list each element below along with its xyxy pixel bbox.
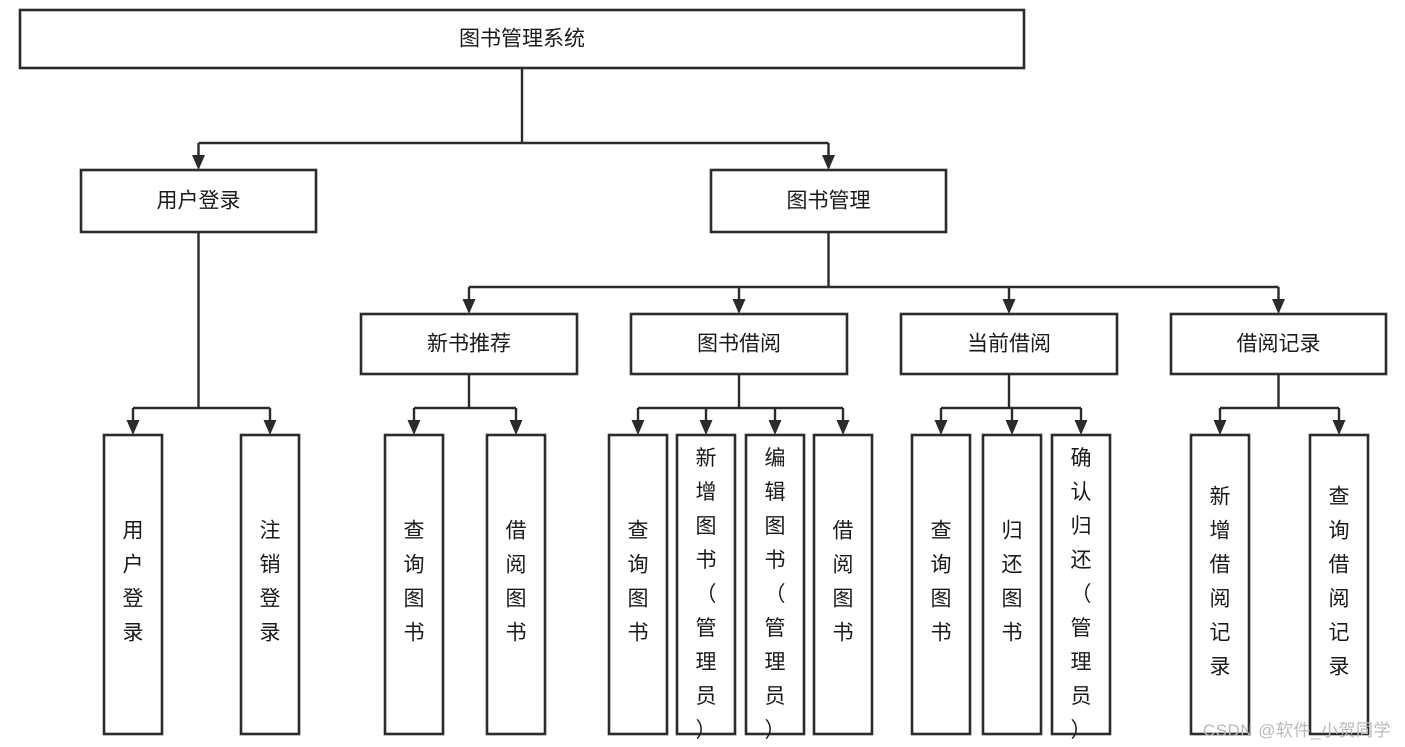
arrow-head-icon (768, 420, 782, 435)
node-box (812, 433, 874, 736)
edge-from-l2-newbook (407, 374, 523, 435)
arrow-head-icon (407, 420, 421, 435)
node-label: 归还图书 (1002, 520, 1023, 645)
edge-from-l2-borrow (631, 374, 850, 435)
node-l2-records[interactable]: 借阅记录 (1169, 312, 1388, 376)
node-layer: 图书管理系统用户登录图书管理新书推荐图书借阅当前借阅借阅记录用户登录注销登录查询… (18, 8, 1388, 742)
arrow-head-icon (934, 420, 948, 435)
node-l3-e1[interactable]: 新增借阅记录 (1189, 433, 1251, 736)
node-label: 确认归还（管理员） (1071, 447, 1092, 742)
node-box (79, 168, 318, 234)
node-l1-manage[interactable]: 图书管理 (709, 168, 948, 234)
arrow-head-icon (1002, 299, 1016, 314)
arrow-head-icon (192, 155, 205, 170)
edge-from-root (192, 68, 835, 170)
edge-from-l2-current (934, 374, 1088, 435)
node-label: 新增图书（管理员） (696, 447, 717, 742)
node-box (485, 433, 547, 736)
node-label: 注销登录 (260, 520, 281, 645)
arrow-head-icon (1005, 420, 1019, 435)
arrow-head-icon (836, 420, 850, 435)
arrow-head-icon (732, 299, 746, 314)
node-box (744, 433, 806, 736)
node-box (1189, 433, 1251, 736)
arrow-head-icon (822, 155, 835, 170)
arrow-head-icon (1272, 299, 1285, 314)
node-box (359, 312, 579, 376)
arrow-head-icon (1213, 420, 1227, 435)
node-label: 查询借阅记录 (1329, 486, 1350, 679)
node-box (629, 312, 849, 376)
node-l3-c3[interactable]: 编辑图书（管理员） (744, 433, 806, 742)
node-label: 用户登录 (157, 190, 241, 213)
node-label: 新增借阅记录 (1210, 486, 1231, 679)
node-label: 图书管理 (787, 190, 871, 213)
node-label: 借阅图书 (833, 520, 854, 645)
node-label: 当前借阅 (967, 333, 1051, 356)
node-box (383, 433, 445, 736)
node-label: 图书借阅 (697, 333, 781, 356)
connector-layer (126, 68, 1346, 435)
node-label: 查询图书 (931, 520, 952, 645)
node-box (239, 433, 301, 736)
edge-from-l1-manage (462, 232, 1285, 314)
arrow-head-icon (126, 420, 140, 435)
node-l3-d1[interactable]: 查询图书 (910, 433, 972, 736)
node-box (981, 433, 1043, 736)
node-box (675, 433, 737, 736)
node-box (607, 433, 669, 736)
node-l3-c2[interactable]: 新增图书（管理员） (675, 433, 737, 742)
node-l2-newbook[interactable]: 新书推荐 (359, 312, 579, 376)
node-box (1050, 433, 1112, 736)
arrow-head-icon (462, 299, 476, 314)
node-label: 新书推荐 (427, 333, 511, 356)
node-l3-b2[interactable]: 借阅图书 (485, 433, 547, 736)
node-label: 编辑图书（管理员） (765, 447, 786, 742)
node-label: 用户登录 (123, 520, 144, 645)
arrow-head-icon (263, 420, 277, 435)
arrow-head-icon (1332, 420, 1346, 435)
node-box (899, 312, 1119, 376)
edge-from-l2-records (1213, 374, 1346, 435)
node-label: 图书管理系统 (459, 28, 585, 51)
node-l3-c4[interactable]: 借阅图书 (812, 433, 874, 736)
node-box (1308, 433, 1370, 736)
arrow-head-icon (509, 420, 523, 435)
arrow-head-icon (631, 420, 645, 435)
node-l3-b1[interactable]: 查询图书 (383, 433, 445, 736)
node-l3-a1[interactable]: 用户登录 (102, 433, 164, 736)
node-box (102, 433, 164, 736)
node-l3-d3[interactable]: 确认归还（管理员） (1050, 433, 1112, 742)
arrow-head-icon (1074, 420, 1088, 435)
node-l1-login[interactable]: 用户登录 (79, 168, 318, 234)
node-label: 查询图书 (628, 520, 649, 645)
node-box (1169, 312, 1388, 376)
node-l3-a2[interactable]: 注销登录 (239, 433, 301, 736)
node-label: 查询图书 (404, 520, 425, 645)
node-box (910, 433, 972, 736)
node-label: 借阅记录 (1237, 333, 1321, 356)
node-l3-c1[interactable]: 查询图书 (607, 433, 669, 736)
node-box (18, 8, 1026, 70)
node-l3-e2[interactable]: 查询借阅记录 (1308, 433, 1370, 736)
node-l3-d2[interactable]: 归还图书 (981, 433, 1043, 736)
node-l2-current[interactable]: 当前借阅 (899, 312, 1119, 376)
node-root[interactable]: 图书管理系统 (18, 8, 1026, 70)
arrow-head-icon (699, 420, 713, 435)
edge-from-l1-login (126, 232, 277, 435)
node-label: 借阅图书 (506, 520, 527, 645)
node-l2-borrow[interactable]: 图书借阅 (629, 312, 849, 376)
node-box (709, 168, 948, 234)
